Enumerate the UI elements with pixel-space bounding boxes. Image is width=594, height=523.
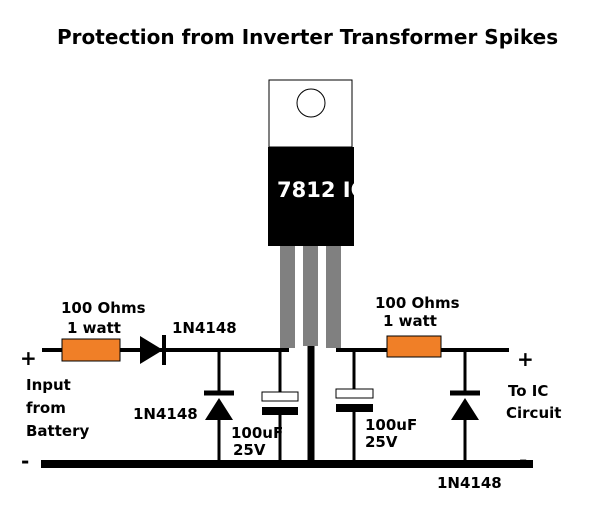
output-plus-sign: + bbox=[517, 347, 534, 371]
regulator-ground-leg bbox=[303, 246, 318, 346]
output-resistor-label: 100 Ohms 1 watt bbox=[375, 294, 460, 330]
right-capacitor-symbol bbox=[335, 388, 374, 412]
svg-text:Input: Input bbox=[26, 376, 71, 394]
svg-text:100 Ohms: 100 Ohms bbox=[61, 299, 146, 317]
regulator-input-leg bbox=[280, 246, 295, 348]
left-capacitor-symbol bbox=[261, 391, 299, 415]
input-resistor bbox=[61, 338, 121, 362]
svg-text:from: from bbox=[26, 399, 66, 417]
svg-text:To IC: To IC bbox=[508, 382, 548, 400]
regulator-body bbox=[268, 147, 354, 246]
svg-text:Circuit: Circuit bbox=[506, 404, 561, 422]
output-resistor bbox=[386, 335, 442, 358]
svg-text:1 watt: 1 watt bbox=[383, 312, 437, 330]
svg-text:100uF: 100uF bbox=[231, 424, 283, 442]
svg-text:Battery: Battery bbox=[26, 422, 89, 440]
left-shunt-diode-symbol bbox=[204, 390, 234, 420]
svg-text:25V: 25V bbox=[365, 433, 398, 451]
mounting-hole-icon bbox=[296, 88, 326, 118]
wires bbox=[41, 343, 533, 468]
ic-label: 7812 IC bbox=[277, 178, 366, 202]
right-shunt-diode-symbol bbox=[450, 390, 480, 420]
svg-text:1 watt: 1 watt bbox=[67, 319, 121, 337]
svg-text:100uF: 100uF bbox=[365, 416, 417, 434]
series-diode-symbol bbox=[140, 335, 166, 365]
left-shunt-diode-label: 1N4148 bbox=[133, 405, 198, 423]
input-label: Input from Battery bbox=[26, 376, 89, 440]
input-resistor-label: 100 Ohms 1 watt bbox=[61, 299, 146, 337]
svg-text:100 Ohms: 100 Ohms bbox=[375, 294, 460, 312]
output-label: To IC Circuit bbox=[506, 382, 561, 422]
regulator-output-leg bbox=[326, 246, 341, 348]
input-plus-sign: + bbox=[20, 346, 37, 370]
right-shunt-diode-label: 1N4148 bbox=[437, 474, 502, 492]
left-capacitor-label: 100uF 25V bbox=[231, 424, 283, 459]
right-capacitor-label: 100uF 25V bbox=[365, 416, 417, 451]
input-minus-sign: - bbox=[21, 449, 29, 473]
svg-text:25V: 25V bbox=[233, 441, 266, 459]
series-diode-label: 1N4148 bbox=[172, 319, 237, 337]
diagram-title: Protection from Inverter Transformer Spi… bbox=[57, 25, 558, 49]
voltage-regulator-7812: 7812 IC bbox=[268, 79, 366, 348]
output-minus-sign: - bbox=[519, 448, 527, 472]
